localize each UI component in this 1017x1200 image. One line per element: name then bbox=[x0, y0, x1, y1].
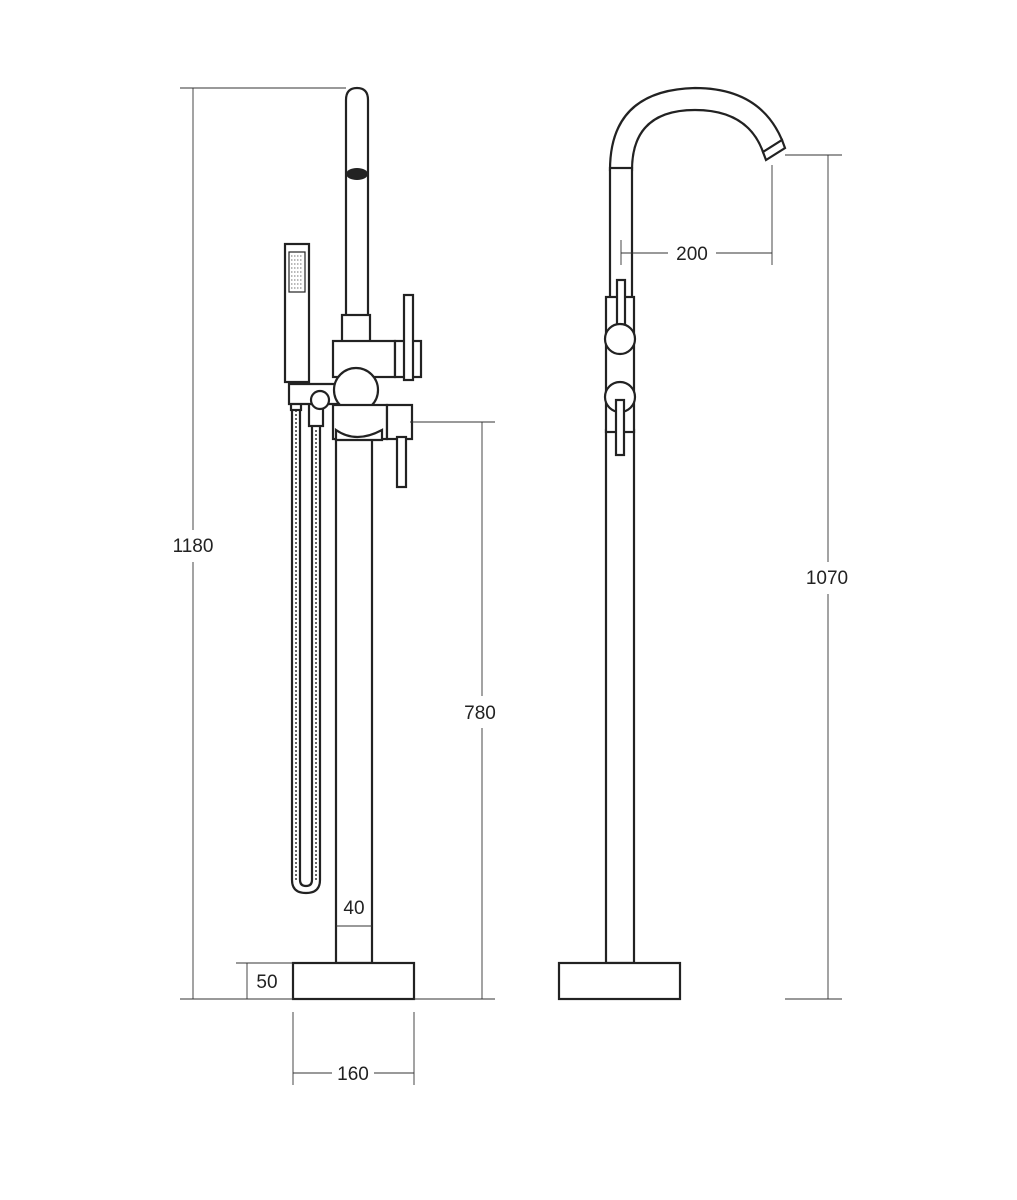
dim-label-40: 40 bbox=[343, 898, 364, 919]
spout-outlet bbox=[346, 168, 368, 180]
dim-label-160: 160 bbox=[337, 1064, 369, 1085]
side-pillar bbox=[604, 428, 636, 965]
dim-label-780: 780 bbox=[464, 703, 496, 724]
shower-hose-ribbing bbox=[295, 410, 317, 882]
dimension-labels: 1180 780 40 50 160 200 1070 bbox=[173, 244, 849, 1085]
dimension-lines bbox=[180, 87, 842, 1085]
gooseneck-spout bbox=[608, 86, 784, 172]
pillar bbox=[334, 435, 374, 965]
lower-lever-head bbox=[385, 403, 414, 441]
mixer-base-curve bbox=[334, 427, 384, 442]
holder-knob bbox=[309, 389, 331, 411]
side-upper-knob bbox=[603, 322, 637, 356]
dim-label-200: 200 bbox=[676, 244, 708, 265]
side-view bbox=[557, 86, 787, 1001]
lower-lever-arm bbox=[395, 435, 408, 489]
dim-label-1070: 1070 bbox=[806, 568, 848, 589]
base-plate bbox=[291, 961, 416, 1001]
side-base-plate bbox=[557, 961, 682, 1001]
spout-collar bbox=[340, 313, 372, 345]
handshower-spray-holes bbox=[291, 255, 303, 289]
spout-pipe bbox=[344, 86, 370, 320]
side-pillar-upper bbox=[608, 166, 634, 300]
dim-label-50: 50 bbox=[256, 972, 277, 993]
side-lower-lever bbox=[614, 398, 626, 457]
front-view bbox=[283, 86, 423, 1001]
dim-label-1180: 1180 bbox=[173, 536, 214, 557]
spout-tip bbox=[761, 138, 787, 162]
upper-lever-arm bbox=[402, 293, 415, 382]
